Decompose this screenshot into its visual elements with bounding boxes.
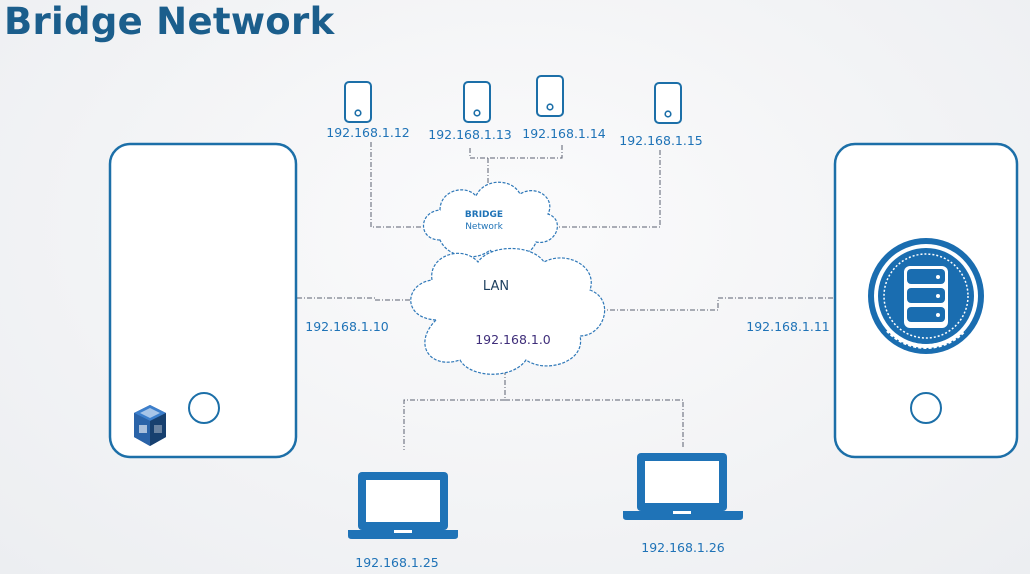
- host-left-button: [188, 392, 220, 424]
- wire-phone-4: [548, 150, 661, 228]
- virtualbox-logo-icon: [134, 405, 166, 446]
- wire-laptop-right: [505, 399, 684, 448]
- wire-left-host: [297, 297, 420, 301]
- wire-phone-2-3: [469, 143, 563, 159]
- lan-subnet: 192.168.1.0: [475, 332, 551, 347]
- database-icon: [868, 238, 984, 354]
- wire-right-host: [600, 297, 836, 311]
- phone-icon: [536, 75, 564, 117]
- phone-icon: [344, 81, 372, 123]
- host-right-button: [910, 392, 942, 424]
- connection-lines: [297, 142, 836, 450]
- phone-ip-label: 192.168.1.12: [326, 125, 410, 140]
- bridge-title: BRIDGE: [465, 210, 503, 220]
- bridge-cloud: [423, 181, 558, 259]
- phone-ip-label: 192.168.1.15: [619, 133, 703, 148]
- right-host-ip-label: 192.168.1.11: [746, 319, 830, 334]
- phone-icon: [654, 82, 682, 124]
- phone-icon: [463, 81, 491, 123]
- page-title: Bridge Network: [4, 0, 335, 43]
- wire-phone-1: [370, 142, 438, 228]
- laptop-icon: [623, 453, 743, 520]
- bridge-subtitle: Network: [465, 222, 503, 232]
- lan-cloud: [410, 247, 606, 375]
- laptop-ip-label: 192.168.1.26: [641, 540, 725, 555]
- phone-ip-label: 192.168.1.14: [522, 126, 606, 141]
- laptop-icon: [348, 472, 458, 539]
- left-host-ip-label: 192.168.1.10: [305, 319, 389, 334]
- host-left: [108, 142, 298, 459]
- wire-laptop-left: [403, 399, 505, 450]
- phone-ip-label: 192.168.1.13: [428, 127, 512, 142]
- laptop-ip-label: 192.168.1.25: [355, 555, 439, 570]
- lan-label: LAN: [483, 279, 509, 294]
